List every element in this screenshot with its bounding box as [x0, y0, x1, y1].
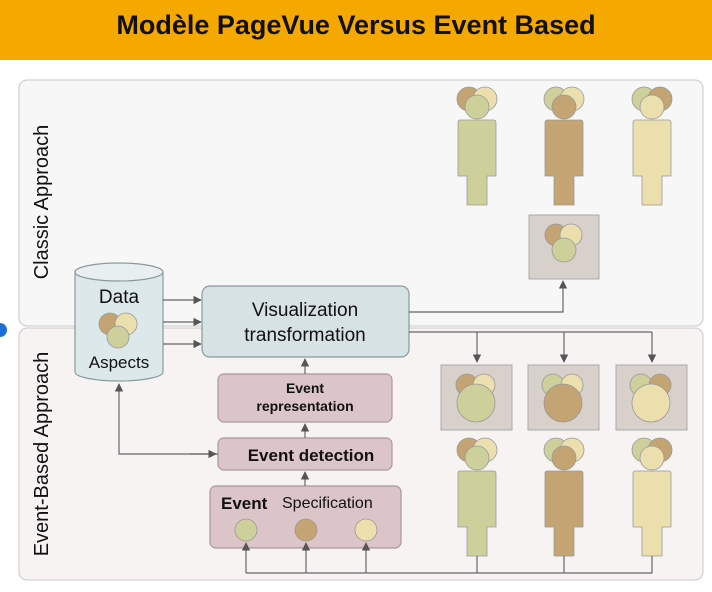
- feedback-bus: [246, 556, 653, 574]
- classic-person-cream: [631, 86, 673, 206]
- visualization-node: [201, 285, 410, 358]
- aspect-circle-green: [106, 325, 130, 349]
- event-person-brown: [543, 437, 585, 557]
- classic-approach-label: Classic Approach: [31, 125, 53, 280]
- event-representation-line-1: Event: [286, 380, 324, 396]
- blue-bullet: [0, 323, 7, 337]
- visualization-line-1: Visualization: [252, 300, 358, 321]
- event-person-cream: [631, 437, 673, 557]
- spec-circle-cream: [354, 518, 378, 542]
- visualization-line-2: transformation: [244, 325, 365, 346]
- spec-circle-green: [234, 518, 258, 542]
- title-bar: [0, 0, 712, 60]
- classic-chart-circle-green: [551, 237, 577, 263]
- event-chart-brown: [527, 364, 600, 431]
- data-cylinder: Data Aspects: [74, 262, 164, 382]
- aspects-label: Aspects: [89, 353, 149, 372]
- event-specification-bold: Event: [221, 494, 268, 513]
- page-title: Modèle PageVue Versus Event Based: [116, 10, 596, 40]
- event-representation-line-2: representation: [256, 398, 353, 414]
- arrow-detection-to-data: [114, 383, 218, 455]
- event-chart-green: [440, 364, 513, 431]
- arrow-vis-to-classic-chart: [409, 280, 568, 313]
- event-chart-cream: [615, 364, 688, 431]
- classic-person-green: [456, 86, 498, 206]
- event-approach-label: Event-Based Approach: [31, 352, 53, 557]
- event-specification-rest: Specification: [282, 495, 373, 512]
- data-label: Data: [99, 287, 140, 308]
- spec-circle-brown: [294, 518, 318, 542]
- event-person-green: [456, 437, 498, 557]
- event-detection-label: Event detection: [248, 446, 375, 465]
- classic-person-brown: [543, 86, 585, 206]
